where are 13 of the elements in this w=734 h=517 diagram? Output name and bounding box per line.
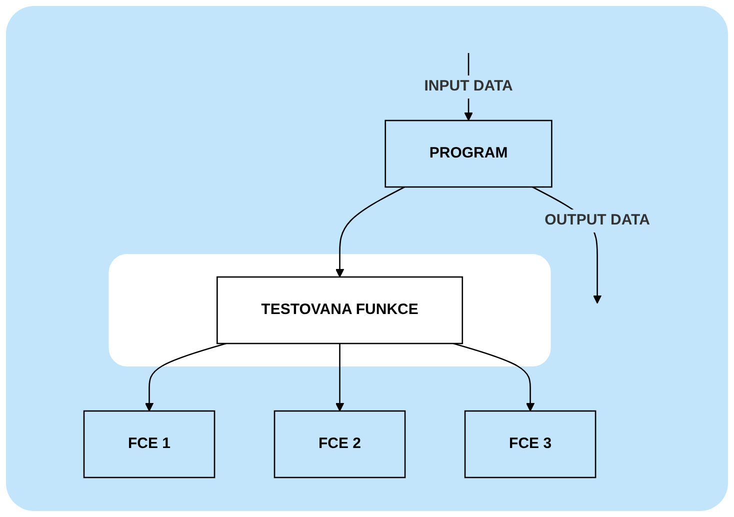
arrow bbox=[144, 343, 226, 412]
node-box bbox=[83, 410, 216, 478]
node-box bbox=[464, 410, 596, 478]
node-box bbox=[384, 120, 552, 188]
diagram-background: OUTPUT DATA INPUT DATA PROGRAM TESTOVANA FUNKCE FCE 1 FCE 2 FCE 3 bbox=[6, 6, 728, 511]
node-box bbox=[216, 276, 464, 344]
edge-label: OUTPUT DATA bbox=[544, 212, 650, 229]
cluster bbox=[108, 254, 551, 367]
arrow bbox=[335, 344, 344, 412]
arrow bbox=[453, 343, 535, 412]
node-box bbox=[274, 410, 406, 478]
arrow bbox=[335, 186, 405, 278]
edge-label: INPUT DATA bbox=[424, 78, 513, 95]
